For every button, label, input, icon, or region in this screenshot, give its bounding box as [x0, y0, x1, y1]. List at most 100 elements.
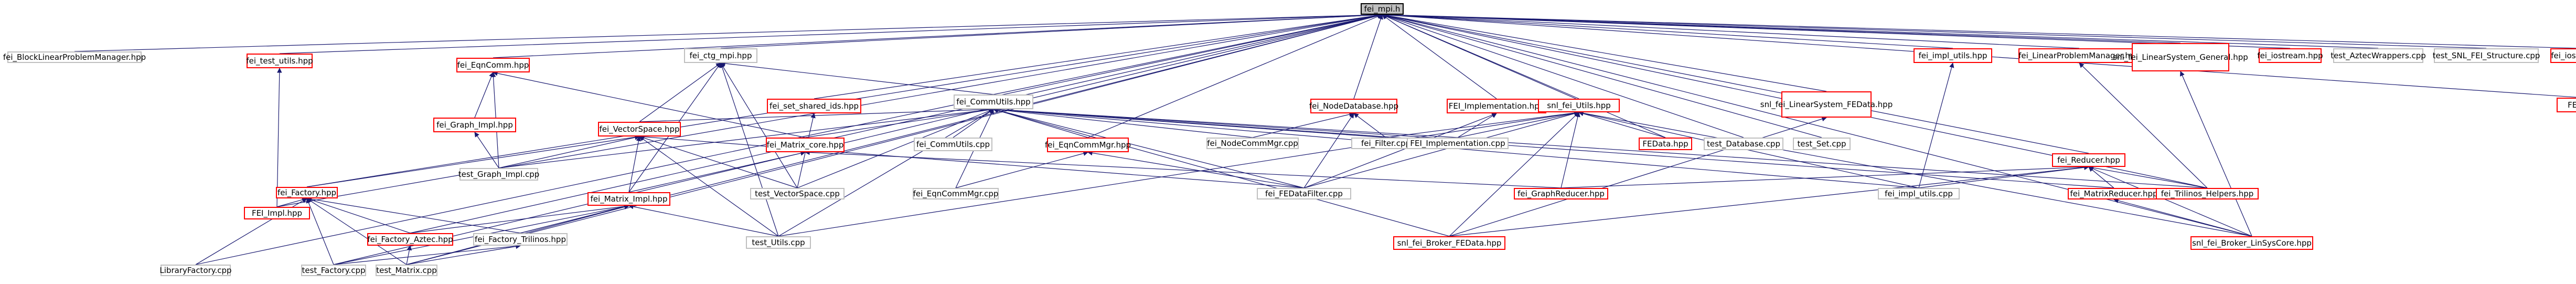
file-node[interactable]: fei_Factory.hpp	[276, 187, 338, 198]
file-node-label: fei_Matrix_core.hpp	[766, 140, 844, 150]
file-node[interactable]: fei_Matrix_Impl.hpp	[587, 192, 670, 206]
file-node[interactable]: test_Utils.cpp	[746, 236, 811, 249]
file-node[interactable]: test_VectorSpace.cpp	[750, 188, 845, 199]
include-edge	[1449, 117, 1827, 237]
include-edge	[2180, 71, 2252, 237]
file-node[interactable]: test_SNL_FEI_Structure.cpp	[2432, 48, 2540, 63]
file-node[interactable]: fei_VectorSpace.hpp	[598, 122, 681, 136]
file-node-label: snl_fei_Utils.hpp	[1547, 100, 1611, 110]
file-node-label: fei_test_utils.hpp	[246, 56, 313, 66]
file-node[interactable]: fei_CommUtils.cpp	[914, 138, 992, 151]
file-node[interactable]: fei_LinearProblemManager.hpp	[2018, 48, 2140, 63]
include-edge	[306, 134, 640, 187]
file-node[interactable]: snl_fei_LinearSystem_General.hpp	[2113, 43, 2248, 71]
include-edge	[628, 136, 642, 193]
file-node[interactable]: fei_EqnCommMgr.cpp	[913, 188, 999, 199]
file-node[interactable]: snl_fei_LinearSystem_FEData.hpp	[1760, 91, 1893, 118]
file-node-label: snl_fei_LinearSystem_General.hpp	[2113, 52, 2248, 62]
file-node[interactable]: fei_CommUtils.hpp	[954, 94, 1033, 109]
include-edge	[1087, 150, 1305, 188]
file-node[interactable]: fei_Factory_Aztec.hpp	[367, 233, 453, 246]
file-node[interactable]: FEI_Impl.hpp	[244, 207, 310, 219]
file-node[interactable]: fei_Trilinos_Helpers.hpp	[2156, 188, 2259, 199]
file-node-label: fei_Trilinos_Helpers.hpp	[2161, 188, 2254, 198]
include-edge	[993, 108, 1305, 188]
include-edge	[1382, 14, 1744, 138]
file-node[interactable]: LibraryFactory.cpp	[159, 265, 232, 276]
file-node[interactable]: fei_impl_utils.hpp	[1914, 48, 1992, 63]
include-edge	[406, 244, 521, 265]
file-node[interactable]: fei_EqnComm.hpp	[456, 58, 530, 72]
include-edge	[1578, 111, 1919, 188]
include-edge	[720, 62, 798, 188]
file-node[interactable]: fei_set_shared_ids.hpp	[767, 99, 861, 113]
file-node[interactable]: fei_Filter.cpp	[1351, 138, 1420, 149]
include-edge	[993, 107, 2208, 188]
include-edge	[1303, 112, 1497, 188]
file-node[interactable]: fei_MatrixReducer.hpp	[2068, 188, 2160, 199]
file-node[interactable]: fei_FEDataFilter.cpp	[1257, 188, 1351, 199]
include-edge	[333, 244, 521, 265]
include-edge	[993, 13, 1383, 95]
file-node[interactable]: fei_ctg_mpi.hpp	[684, 48, 757, 63]
include-edge	[1087, 14, 1383, 138]
file-node-label: fei_LinearProblemManager.hpp	[2018, 50, 2140, 60]
file-node[interactable]: test_Matrix.cpp	[376, 265, 437, 276]
file-node-label: snl_fei_Broker_FEData.hpp	[1397, 238, 1502, 248]
file-node[interactable]: snl_fei_Broker_LinSysCore.hpp	[2190, 236, 2313, 250]
include-edge	[306, 197, 411, 234]
file-node-label: fei_iostream.hpp	[2257, 50, 2323, 60]
file-node[interactable]: fei_test_utils.hpp	[246, 54, 313, 68]
file-node[interactable]: fei_iosfwd.hpp	[2550, 48, 2576, 63]
root-node[interactable]: fei_mpi.h	[1361, 3, 1404, 15]
file-node[interactable]: FEI_Implementation.cpp	[1407, 138, 1509, 149]
file-node-label: test_Database.cpp	[1707, 139, 1780, 149]
file-node[interactable]: fei_Graph_Impl.hpp	[433, 118, 516, 132]
include-edge	[639, 136, 779, 237]
include-edge	[639, 62, 721, 122]
include-edge	[993, 108, 1088, 138]
file-node[interactable]: fei_impl_utils.cpp	[1878, 188, 1960, 199]
file-node-label: test_Graph_Impl.cpp	[458, 169, 540, 179]
file-node-label: test_Set.cpp	[1797, 139, 1846, 149]
file-node-label: snl_fei_LinearSystem_FEData.hpp	[1760, 99, 1893, 109]
include-edge	[2079, 62, 2208, 188]
file-node[interactable]: fei_EqnCommMgr.hpp	[1045, 138, 1131, 152]
file-node[interactable]: FEI.hpp	[2557, 98, 2576, 112]
include-edge	[993, 107, 1253, 138]
file-node[interactable]: test_Database.cpp	[1704, 138, 1783, 150]
file-node[interactable]: snl_fei_Utils.hpp	[1538, 99, 1620, 112]
include-edge	[2113, 198, 2252, 237]
include-edge	[1382, 12, 2080, 49]
include-edge	[474, 72, 494, 118]
file-node[interactable]: fei_Reducer.hpp	[2052, 153, 2125, 167]
file-node-label: fei_Factory_Aztec.hpp	[367, 234, 453, 244]
file-node[interactable]: snl_fei_Broker_FEData.hpp	[1393, 236, 1505, 250]
file-node[interactable]: test_Factory.cpp	[301, 265, 366, 276]
file-node[interactable]: fei_BlockLinearProblemManager.hpp	[3, 51, 146, 63]
include-edge	[1918, 165, 2089, 188]
file-node-label: fei_GraphReducer.hpp	[1517, 188, 1605, 198]
file-node[interactable]: FEData.hpp	[1639, 138, 1692, 150]
include-edge	[1382, 13, 1822, 138]
include-edge	[953, 109, 994, 138]
file-node[interactable]: fei_NodeCommMgr.cpp	[1206, 138, 1299, 149]
file-node-label: LibraryFactory.cpp	[159, 265, 232, 275]
file-node-label: FEI_Implementation.hpp	[1448, 101, 1545, 111]
file-node[interactable]: FEI_Implementation.hpp	[1447, 99, 1546, 113]
file-node[interactable]: fei_GraphReducer.hpp	[1514, 188, 1608, 199]
file-node-label: test_SNL_FEI_Structure.cpp	[2432, 50, 2540, 60]
include-edge	[1918, 62, 1954, 188]
file-node[interactable]: test_Set.cpp	[1793, 138, 1851, 150]
include-edge	[628, 151, 806, 193]
file-node[interactable]: fei_Matrix_core.hpp	[766, 138, 845, 152]
include-edge	[74, 12, 1383, 52]
file-node[interactable]: fei_NodeDatabase.hpp	[1309, 99, 1398, 113]
file-node-label: fei_EqnCommMgr.cpp	[913, 188, 999, 198]
file-node[interactable]: fei_Factory_Trilinos.hpp	[473, 233, 568, 246]
file-node[interactable]: test_Graph_Impl.cpp	[458, 168, 540, 181]
file-node[interactable]: fei_iostream.hpp	[2257, 48, 2323, 63]
file-node[interactable]: test_AztecWrappers.cpp	[2331, 48, 2426, 63]
include-edge	[1382, 12, 2576, 49]
file-node-label: test_Utils.cpp	[752, 237, 805, 247]
